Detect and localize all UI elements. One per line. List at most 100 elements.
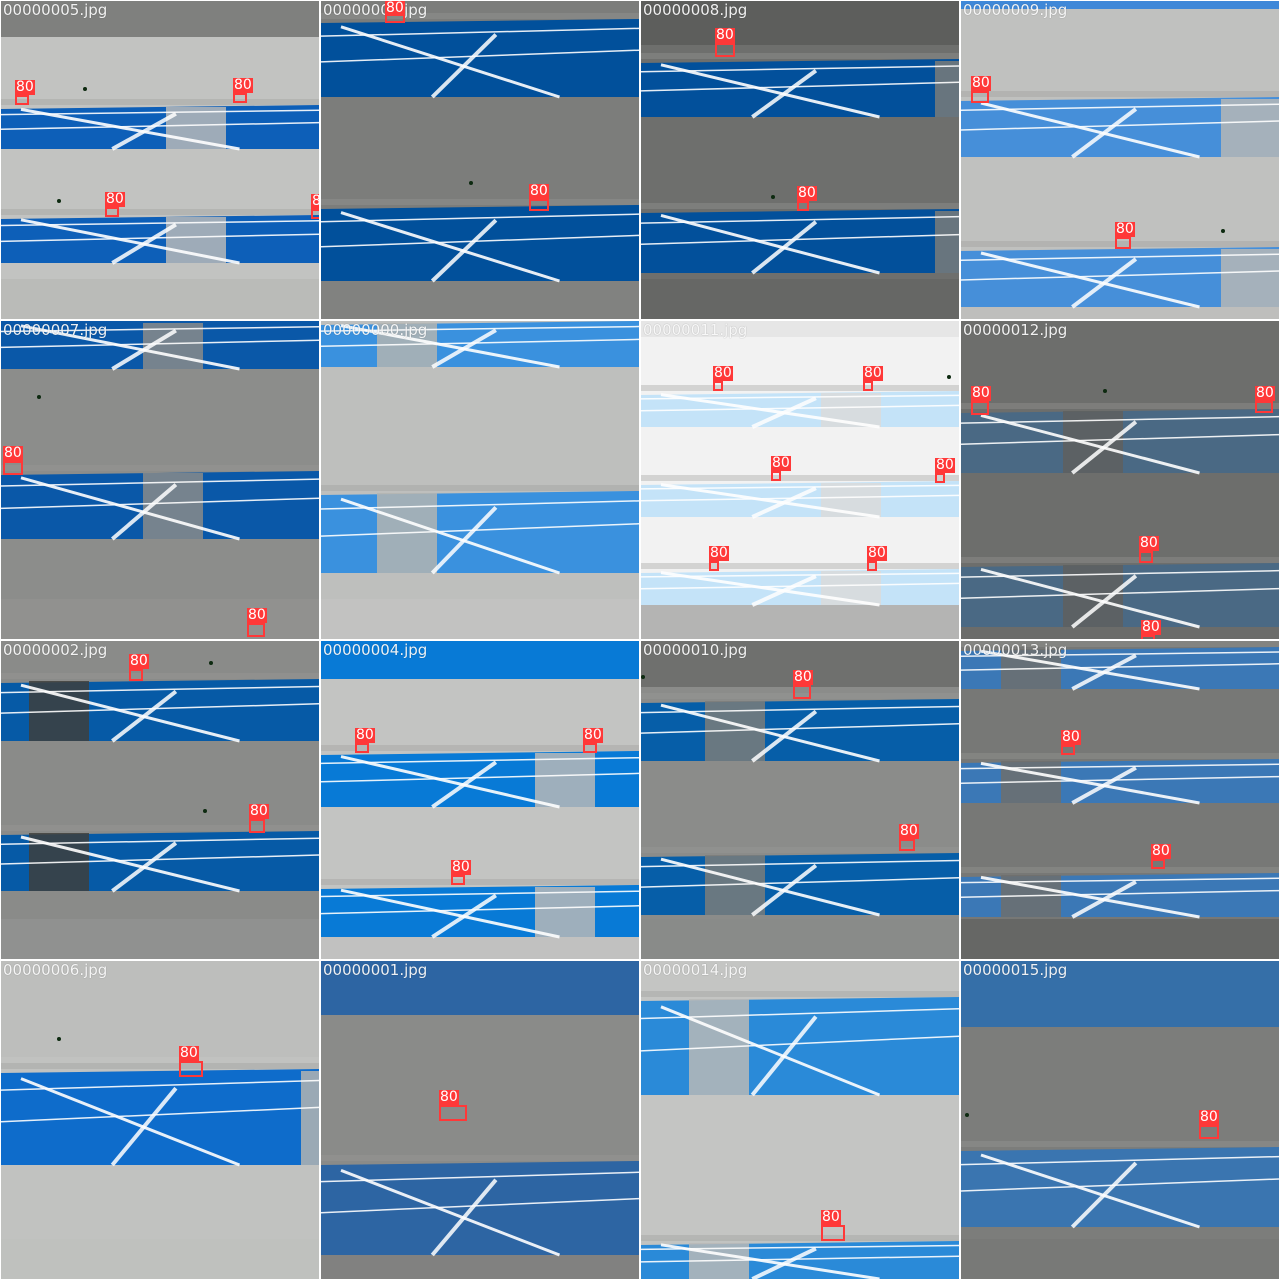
- ball-dot: [771, 195, 775, 199]
- detection-label: 80: [129, 653, 149, 669]
- detection-box: [1141, 635, 1155, 639]
- detection-label: 80: [529, 183, 549, 199]
- tile-filename: 00000015.jpg: [963, 961, 1068, 979]
- detection-label: 80: [797, 185, 817, 201]
- image-tile: 00000001.jpg 80: [321, 961, 639, 1279]
- detection-label: 80: [355, 727, 375, 743]
- court-scene: [961, 1, 1279, 319]
- image-tile: 00000015.jpg 80: [961, 961, 1279, 1279]
- detection-label: 80: [867, 545, 887, 561]
- detection-box: [311, 209, 319, 219]
- detection-box: [355, 743, 369, 753]
- court-scene: [641, 961, 959, 1279]
- detection-box: [867, 561, 877, 571]
- ball-dot: [965, 1113, 969, 1117]
- detection-label: 80: [863, 365, 883, 381]
- detection-box: [105, 207, 119, 217]
- ball-dot: [1221, 229, 1225, 233]
- detection-box: [715, 43, 735, 57]
- detection-label: 80: [247, 607, 267, 623]
- detection-box: [1151, 859, 1165, 869]
- tile-filename: 00000007.jpg: [3, 321, 108, 339]
- court-scene: [641, 1, 959, 319]
- ball-dot: [209, 661, 213, 665]
- detection-label: 80: [1255, 385, 1275, 401]
- detection-box: [1139, 551, 1153, 563]
- detection-label: 80: [249, 803, 269, 819]
- detection-box: [249, 819, 265, 833]
- detection-label: 80: [1199, 1109, 1219, 1125]
- detection-box: [821, 1225, 845, 1241]
- ball-dot: [1103, 389, 1107, 393]
- detection-box: [713, 381, 723, 391]
- court-scene: [1, 641, 319, 959]
- image-tile: 00000014.jpg 80: [641, 961, 959, 1279]
- detection-label: 80: [935, 457, 955, 473]
- detection-label: 80: [899, 823, 919, 839]
- ball-dot: [83, 87, 87, 91]
- detection-box: [529, 199, 549, 211]
- detection-label: 80: [971, 385, 991, 401]
- detection-box: [451, 875, 465, 885]
- detection-label: 80: [15, 79, 35, 95]
- detection-box: [899, 839, 915, 851]
- court-scene: [641, 321, 959, 639]
- detection-label: 80: [1061, 729, 1081, 745]
- detection-box: [15, 95, 29, 105]
- detection-box: [583, 743, 597, 753]
- detection-box: [1115, 237, 1131, 249]
- detection-box: [1061, 745, 1075, 755]
- court-scene: [961, 641, 1279, 959]
- detection-label: 80: [451, 859, 471, 875]
- detection-box: [1199, 1125, 1219, 1139]
- ball-dot: [947, 375, 951, 379]
- detection-label: 80: [713, 365, 733, 381]
- tile-filename: 00000003.jpg: [323, 1, 428, 19]
- ball-dot: [37, 395, 41, 399]
- court-scene: [321, 321, 639, 639]
- court-scene: [321, 641, 639, 959]
- detection-label: 80: [793, 669, 813, 685]
- detection-label: 80: [439, 1089, 459, 1105]
- ball-dot: [57, 1037, 61, 1041]
- detection-box: [233, 93, 247, 103]
- detection-box: [179, 1061, 203, 1077]
- court-scene: [1, 1, 319, 319]
- detection-label: 80: [1151, 843, 1171, 859]
- detection-box: [1255, 401, 1273, 413]
- detection-label: 80: [583, 727, 603, 743]
- tile-filename: 00000000.jpg: [323, 321, 428, 339]
- image-tile: 00000011.jpg 80 80 80 80 80 80: [641, 321, 959, 639]
- detection-box: [709, 561, 719, 571]
- detection-label: 80: [771, 455, 791, 471]
- detection-label: 80: [709, 545, 729, 561]
- ball-dot: [469, 181, 473, 185]
- tile-filename: 00000001.jpg: [323, 961, 428, 979]
- detection-box: [793, 685, 811, 699]
- detection-label: 80: [233, 77, 253, 93]
- image-tile: 00000000.jpg: [321, 321, 639, 639]
- detection-label: 80: [1141, 619, 1161, 635]
- detection-box: [971, 401, 989, 415]
- detection-label: 80: [1115, 221, 1135, 237]
- tile-filename: 00000014.jpg: [643, 961, 748, 979]
- detection-box: [771, 471, 781, 481]
- court-scene: [961, 321, 1279, 639]
- detection-box: [247, 623, 265, 637]
- tile-filename: 00000011.jpg: [643, 321, 748, 339]
- detection-box: [971, 91, 989, 103]
- detection-label: 80: [311, 194, 319, 209]
- detection-box: [439, 1105, 467, 1121]
- detection-label: 80: [821, 1209, 841, 1225]
- ball-dot: [641, 675, 645, 679]
- tile-filename: 00000005.jpg: [3, 1, 108, 19]
